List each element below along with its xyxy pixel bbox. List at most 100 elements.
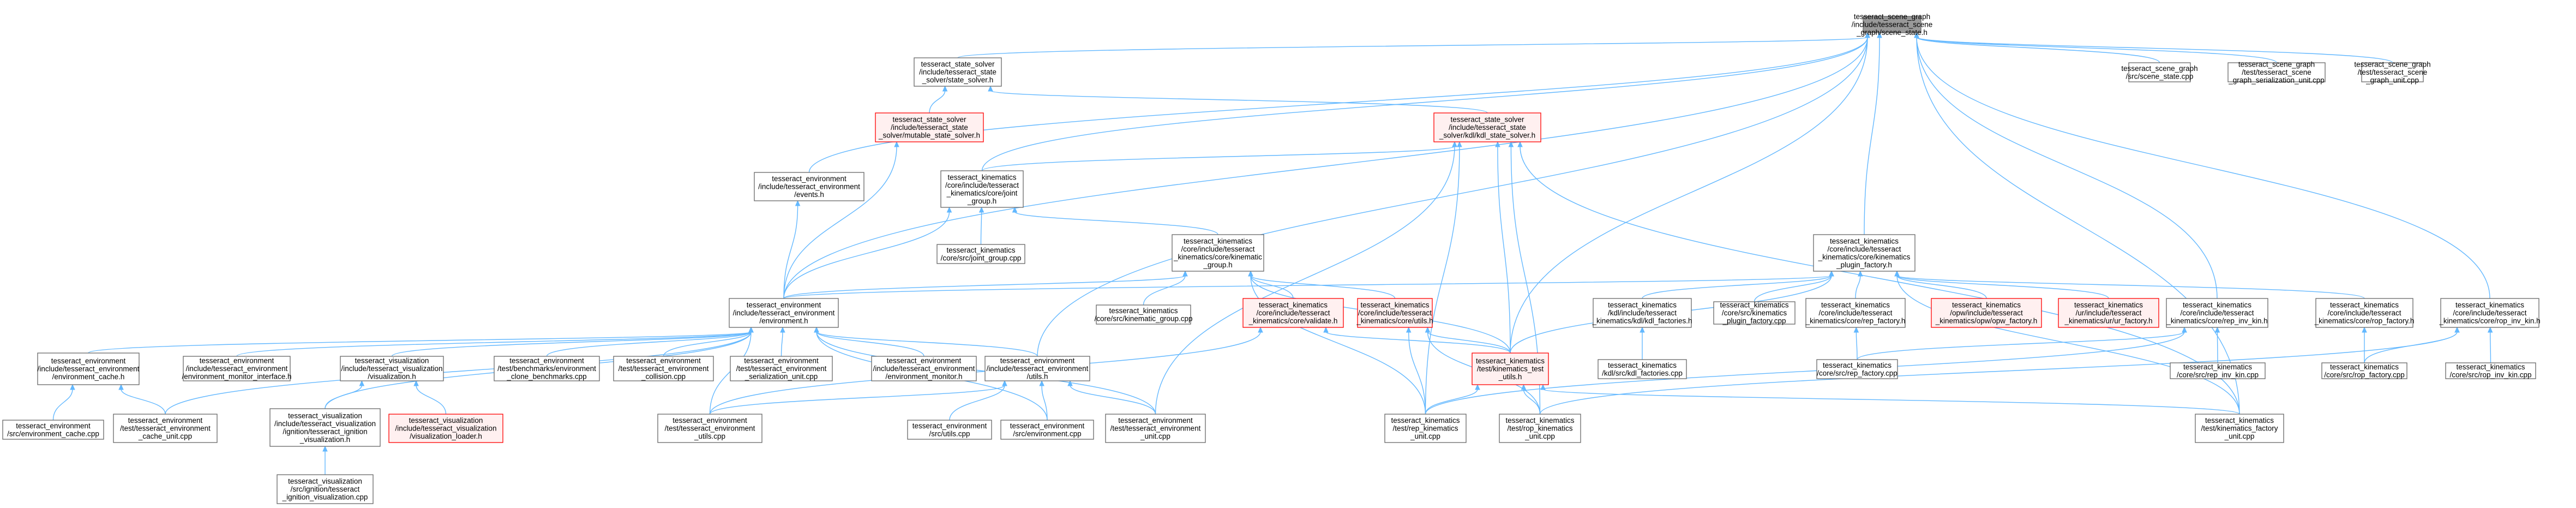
node-label-line: /environment_cache.h [52,373,125,381]
node-label-line: /include/tesseract_visualization [395,425,496,433]
graph-node-rop-inv-kin-cpp[interactable]: tesseract_kinematics/core/src/rop_inv_ki… [2445,362,2536,379]
graph-node-rop-factory-h[interactable]: tesseract_kinematics/core/include/tesser… [2314,298,2415,328]
dependency-edge [1523,389,1541,415]
graph-node-core-utils-h[interactable]: tesseract_kinematics/core/include/tesser… [1356,298,1433,328]
graph-node-rop-factory-cpp[interactable]: tesseract_kinematics/core/src/rop_factor… [2321,362,2407,379]
edge-arrowhead [1182,270,1188,277]
graph-node-opw-factory-h[interactable]: tesseract_kinematics/opw/include/tessera… [1931,298,2042,328]
graph-nodes: tesseract_scene_graph/include/tesseract_… [2,13,2541,504]
graph-node-env-collision[interactable]: tesseract_environment/test/tesseract_env… [613,356,714,381]
dependency-edge [709,385,1005,415]
node-label-line: _utils.cpp [694,432,725,440]
graph-node-rep-kinematics-unit[interactable]: tesseract_kinematics/test/rep_kinematics… [1384,414,1467,443]
graph-node-env-cache-h[interactable]: tesseract_environment/include/tesseract_… [37,352,140,385]
dependency-edge [1037,37,1868,357]
graph-node-rop-kinematics-unit[interactable]: tesseract_kinematics/test/rop_kinematics… [1499,414,1581,443]
dependency-edge [981,37,1868,171]
graph-node-env-monitor-h[interactable]: tesseract_environment/include/tesseract_… [871,356,977,381]
graph-node-kdl-factories-h[interactable]: tesseract_kinematics/kdl/include/tessera… [1592,298,1692,328]
graph-node-kinematics-plugin-factory-cpp[interactable]: tesseract_kinematics/core/src/kinematics… [1713,301,1796,325]
node-box [1931,298,2042,328]
graph-node-env-utils-cpp[interactable]: tesseract_environment/test/tesseract_env… [657,414,762,443]
graph-node-rop-inv-kin-h[interactable]: tesseract_kinematics/core/include/tesser… [2439,298,2541,328]
graph-node-kdl-factories-cpp[interactable]: tesseract_kinematics/kdl/src/kdl_factori… [1598,359,1687,379]
graph-node-env-cache-cpp[interactable]: tesseract_environment/src/environment_ca… [2,420,104,440]
node-label-line: /include/tesseract_scene [1852,21,1933,29]
graph-node-sg-serialization-unit[interactable]: tesseract_scene_graph/test/tesseract_sce… [2227,61,2326,85]
graph-node-environment-h[interactable]: tesseract_environment/include/tesseract_… [729,298,839,328]
dependency-edge [1864,37,1880,235]
node-label-line: tesseract_environment [51,357,126,365]
graph-node-vis-visualization-h[interactable]: tesseract_visualization/include/tesserac… [340,356,444,381]
node-box [2361,62,2424,82]
graph-node-src-utils-cpp[interactable]: tesseract_environment/src/utils.cpp [907,420,992,440]
dependency-edge [1325,331,1511,354]
graph-node-ignition-visualization-cpp[interactable]: tesseract_visualization/src/ignition/tes… [277,474,374,504]
edge-arrowhead [894,141,899,147]
dependency-edge [1155,146,1455,415]
node-label-line: tesseract_kinematics [1720,301,1788,309]
graph-node-sg-scene-state-cpp[interactable]: tesseract_scene_graph/src/scene_state.cp… [2121,62,2198,82]
node-label-line: tesseract_kinematics [1821,301,1890,309]
graph-node-joint-group-cpp[interactable]: tesseract_kinematics/core/src/joint_grou… [936,244,1025,264]
node-label-line: _graph_serialization_unit.cpp [2228,76,2325,85]
dependency-edge [1642,275,1832,299]
graph-node-joint-group-h[interactable]: tesseract_kinematics/core/include/tesser… [940,170,1024,208]
node-label-line: /opw/include/tesseract [1950,309,2023,317]
dependency-edge [783,211,950,299]
node-label-line: /include/tesseract_environment [733,309,835,317]
graph-node-bench-clone[interactable]: tesseract_environment/test/benchmarks/en… [494,356,600,381]
node-label-line: tesseract_visualization [409,416,483,425]
dependency-edge [1754,275,1832,302]
dependency-edge [957,37,1868,58]
graph-node-kinematics-plugin-factory[interactable]: tesseract_kinematics/core/include/tesser… [1813,234,1916,272]
graph-node-src-environment-cpp[interactable]: tesseract_environment/src/environment.cp… [1000,420,1094,440]
graph-node-env-utils-h[interactable]: tesseract_environment/include/tesseract_… [984,356,1090,381]
dependency-edge [1497,146,1511,354]
dependency-edge [2489,331,2491,363]
graph-node-env-cache-unit[interactable]: tesseract_environment/test/tesseract_env… [113,414,218,443]
graph-node-rep-factory-cpp[interactable]: tesseract_kinematics/core/src/rep_factor… [1816,359,1898,379]
graph-node-kinematic-group-cpp[interactable]: tesseract_kinematics/core/src/kinematic_… [1094,304,1193,325]
dependency-edge [1510,37,1868,354]
dependency-edge [783,37,1868,299]
edge-arrowhead [1508,141,1514,147]
graph-node-mutable-state-solver[interactable]: tesseract_state_solver/include/tesseract… [875,112,984,142]
graph-node-ignition-visualization-h[interactable]: tesseract_visualization/include/tesserac… [269,408,381,447]
graph-node-kinematics-factory-unit[interactable]: tesseract_kinematics/test/kinematics_fac… [2195,414,2284,443]
graph-node-rep-inv-kin-cpp[interactable]: tesseract_kinematics/core/src/rep_inv_ki… [2170,362,2266,379]
graph-node-state-solver[interactable]: tesseract_state_solver/include/tesseract… [914,57,1002,87]
node-box [37,352,140,385]
node-box [183,356,291,381]
dependency-edge [1916,37,2490,299]
graph-node-kinematics-test-utils-h[interactable]: tesseract_kinematics/test/kinematics_tes… [1472,352,1549,385]
graph-node-validate-h[interactable]: tesseract_kinematics/core/include/tesser… [1242,298,1344,328]
graph-node-kdl-state-solver[interactable]: tesseract_state_solver/include/tesseract… [1433,112,1541,142]
node-label-line: _graph/scene_state.h [1856,28,1928,37]
edge-arrowhead [2487,326,2493,333]
dependency-edge [1070,385,1156,415]
node-label-line: tesseract_state_solver [921,60,995,68]
edge-arrowhead [1517,141,1523,147]
graph-node-sg-unit[interactable]: tesseract_scene_graph/test/tesseract_sce… [2354,61,2430,85]
node-label-line: tesseract_visualization [288,411,362,420]
graph-node-env-unit[interactable]: tesseract_environment/test/tesseract_env… [1105,414,1206,443]
graph-node-visualization-loader-h[interactable]: tesseract_visualization/include/tesserac… [388,414,503,443]
edge-arrowhead [748,326,754,333]
graph-node-rep-factory-h[interactable]: tesseract_kinematics/core/include/tesser… [1805,298,1906,328]
graph-node-ur-factory-h[interactable]: tesseract_kinematics/ur/include/tesserac… [2058,298,2159,328]
edge-arrowhead [1914,32,1919,38]
edge-arrowhead [1452,141,1457,147]
graph-node-env-monitor-interface[interactable]: tesseract_environment/include/tesseract_… [182,356,292,381]
node-label-line: /test/tesseract_scene [2242,68,2311,76]
node-box [1000,420,1094,440]
graph-node-scene-state[interactable]: tesseract_scene_graph/include/tesseract_… [1852,13,1933,37]
graph-node-rep-inv-kin-h[interactable]: tesseract_kinematics/core/include/tesser… [2166,298,2268,328]
graph-node-kinematic-group-h[interactable]: tesseract_kinematics/core/include/tesser… [1172,234,1264,272]
graph-node-env-serialization-unit[interactable]: tesseract_environment/test/tesseract_env… [730,356,833,381]
node-box [2195,414,2284,443]
dependency-edge [391,331,752,357]
graph-node-env-events[interactable]: tesseract_environment/include/tesseract_… [754,172,864,201]
node-label-line: /src/environment.cpp [1013,429,1081,438]
